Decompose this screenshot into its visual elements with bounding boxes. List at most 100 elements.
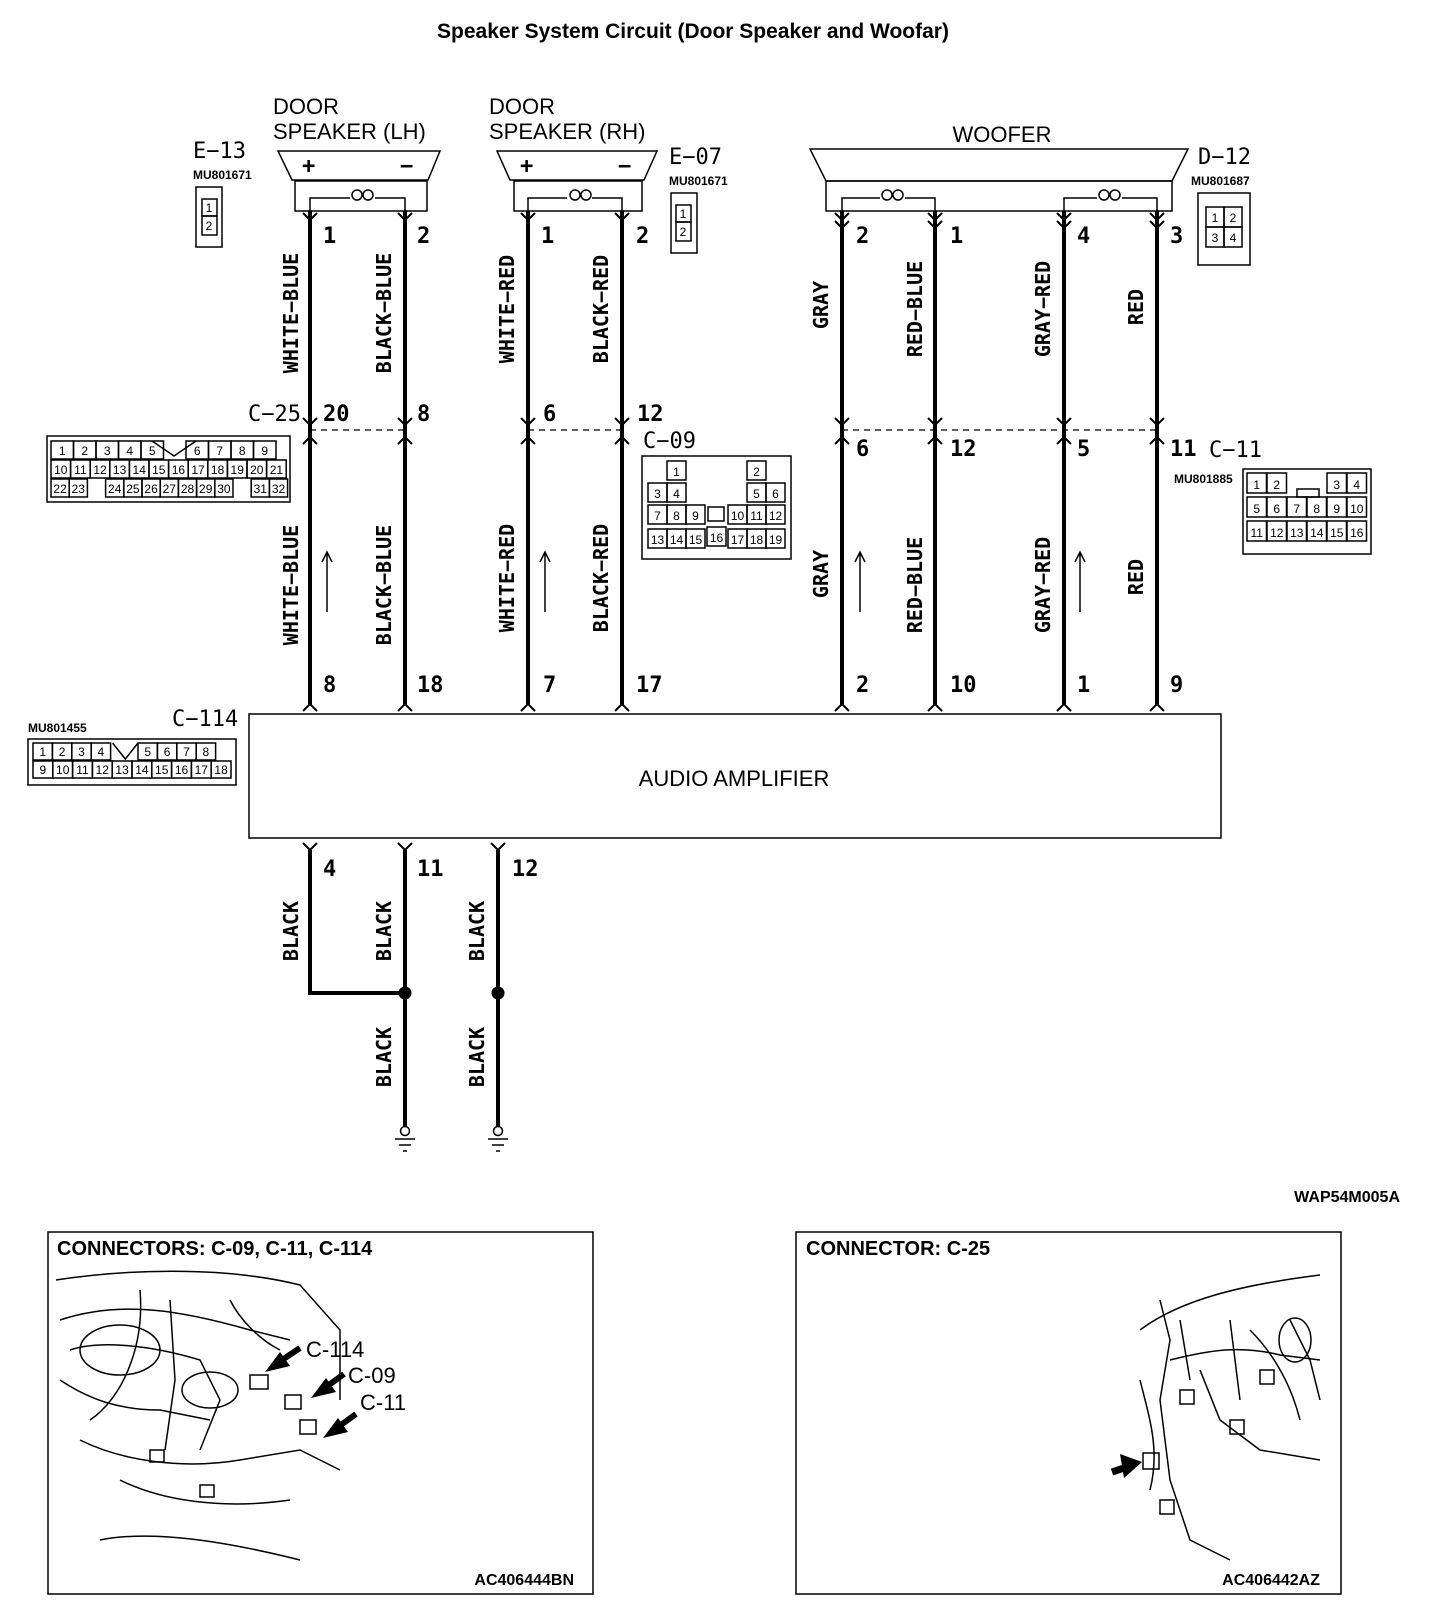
c114-pin-5: 5 — [144, 745, 151, 759]
c114-pin-16: 16 — [175, 763, 189, 777]
c11-pin-3: 3 — [1333, 478, 1340, 492]
c25-pin-2: 2 — [81, 444, 88, 458]
harness-illustration — [1139, 1274, 1321, 1561]
pin-amp-b: 18 — [417, 673, 444, 698]
terminal-chevron-amp — [397, 702, 413, 712]
c09-pin-9-cell — [685, 504, 706, 525]
c11-pin-9: 9 — [1333, 502, 1340, 516]
label-gray-upper: GRAY — [809, 281, 833, 329]
terminal-chevron-top — [927, 212, 943, 222]
c114-pin-15: 15 — [155, 763, 169, 777]
c09-pin-15: 15 — [689, 533, 703, 547]
terminal-chevron-ground — [302, 842, 318, 852]
label-gray-red-upper: GRAY−RED — [1031, 261, 1055, 357]
connector-e07-part: MU801671 — [669, 174, 728, 188]
diagram-code: WAP54M005A — [1294, 1189, 1400, 1206]
terminal-chevron-amp — [927, 702, 943, 712]
pin-woofer-b: 1 — [950, 224, 963, 249]
pin-woofer-c: 4 — [1077, 224, 1090, 249]
c09-pin-12: 12 — [769, 509, 783, 523]
connector-e13-part: MU801671 — [193, 168, 252, 182]
c114-pin-17: 17 — [195, 763, 209, 777]
label-white-red-upper: WHITE−RED — [495, 255, 519, 363]
c11-pin-12: 12 — [1270, 526, 1284, 540]
c25-key-notch — [151, 440, 197, 457]
c11-pin-4: 4 — [1353, 478, 1360, 492]
c25-pin-25: 25 — [126, 482, 140, 496]
panel-left-title: CONNECTORS: C-09, C-11, C-114 — [57, 1238, 373, 1260]
pin-amp-g: 1 — [1077, 673, 1090, 698]
c25-pin-26: 26 — [144, 482, 158, 496]
junction-chevron — [834, 417, 850, 427]
pin-amp-a: 8 — [323, 673, 336, 698]
c25-pin-15: 15 — [152, 463, 166, 477]
junction-chevron — [1149, 435, 1165, 445]
pin-woofer-d: 3 — [1170, 224, 1183, 249]
d12-pin-4: 4 — [1230, 231, 1237, 245]
terminal-chevron-top — [1149, 220, 1165, 230]
c25-pin-9: 9 — [261, 444, 268, 458]
c11-pin-2-cell — [1266, 472, 1288, 494]
door-speaker-lh-label-2: SPEAKER (LH) — [273, 119, 426, 144]
c11-pin-13: 13 — [1290, 526, 1304, 540]
pin-numbers: 1 2 1 2 2 1 4 3 20 8 6 12 6 12 5 11 8 18… — [323, 224, 1197, 882]
c11-pin-7: 7 — [1293, 502, 1300, 516]
callout-c11: C-11 — [360, 1390, 406, 1415]
c25-pin-21-cell — [265, 459, 287, 479]
c114-pin-8-cell — [195, 742, 217, 761]
c25-pin-20: 20 — [250, 463, 264, 477]
label-white-blue-upper: WHITE−BLUE — [279, 253, 303, 373]
c25-pin-23: 23 — [72, 482, 86, 496]
connector-location-panel-right: CONNECTOR: C-25 AC406442AZ — [795, 1231, 1342, 1595]
c25-pin-17: 17 — [191, 463, 205, 477]
terminal-chevron-amp — [302, 702, 318, 712]
c114-pin-1: 1 — [39, 745, 46, 759]
c114-pin-6: 6 — [164, 745, 171, 759]
terminal-chevron-top — [927, 220, 943, 230]
terminal-chevron-amp — [614, 702, 630, 712]
label-black-blue-lower: BLACK−BLUE — [372, 525, 396, 645]
c25-pin-7: 7 — [216, 444, 223, 458]
c114-pin-4: 4 — [98, 745, 105, 759]
terminal-chevron-top — [1056, 220, 1072, 230]
junction-chevron — [302, 417, 318, 427]
c114-pin-18: 18 — [214, 763, 228, 777]
pin-amp-c: 7 — [543, 673, 556, 698]
pin-rh-minus: 2 — [636, 224, 649, 249]
terminal-chevron-amp — [1149, 702, 1165, 712]
arrow-up-icon — [539, 550, 551, 612]
c114-pin-4-cell — [90, 742, 112, 761]
c25-pin-4: 4 — [126, 444, 133, 458]
arrow-up-icon — [1074, 550, 1086, 612]
door-speaker-lh: DOOR SPEAKER (LH) + − — [273, 94, 442, 212]
d12-pin-2: 2 — [1230, 211, 1237, 225]
d12-pin-3: 3 — [1212, 231, 1219, 245]
c09-pin-13: 13 — [651, 533, 665, 547]
woofer-coil-b-loop-2 — [1109, 189, 1121, 201]
pin-c25-b: 8 — [417, 402, 430, 427]
pin-c11-c: 5 — [1077, 437, 1090, 462]
connector-d12-id: D−12 — [1198, 145, 1251, 170]
c09-pin-19: 19 — [769, 533, 783, 547]
pin-amp-gnd-c: 12 — [512, 857, 539, 882]
c11-pin-15: 15 — [1330, 526, 1344, 540]
junction-chevron — [1056, 435, 1072, 445]
c25-pin-6: 6 — [194, 444, 201, 458]
terminal-chevron-top — [1149, 212, 1165, 222]
woofer-coil-b-loop-1 — [1098, 189, 1110, 201]
callout-arrows — [265, 1345, 358, 1438]
connector-c11-part: MU801885 — [1174, 472, 1233, 486]
c09-pin-2-cell — [746, 460, 767, 481]
c114-pin-9: 9 — [40, 763, 47, 777]
c11-pin-11: 11 — [1251, 526, 1264, 540]
connector-e07-id: E−07 — [669, 145, 722, 170]
splice-dot — [491, 986, 505, 1000]
